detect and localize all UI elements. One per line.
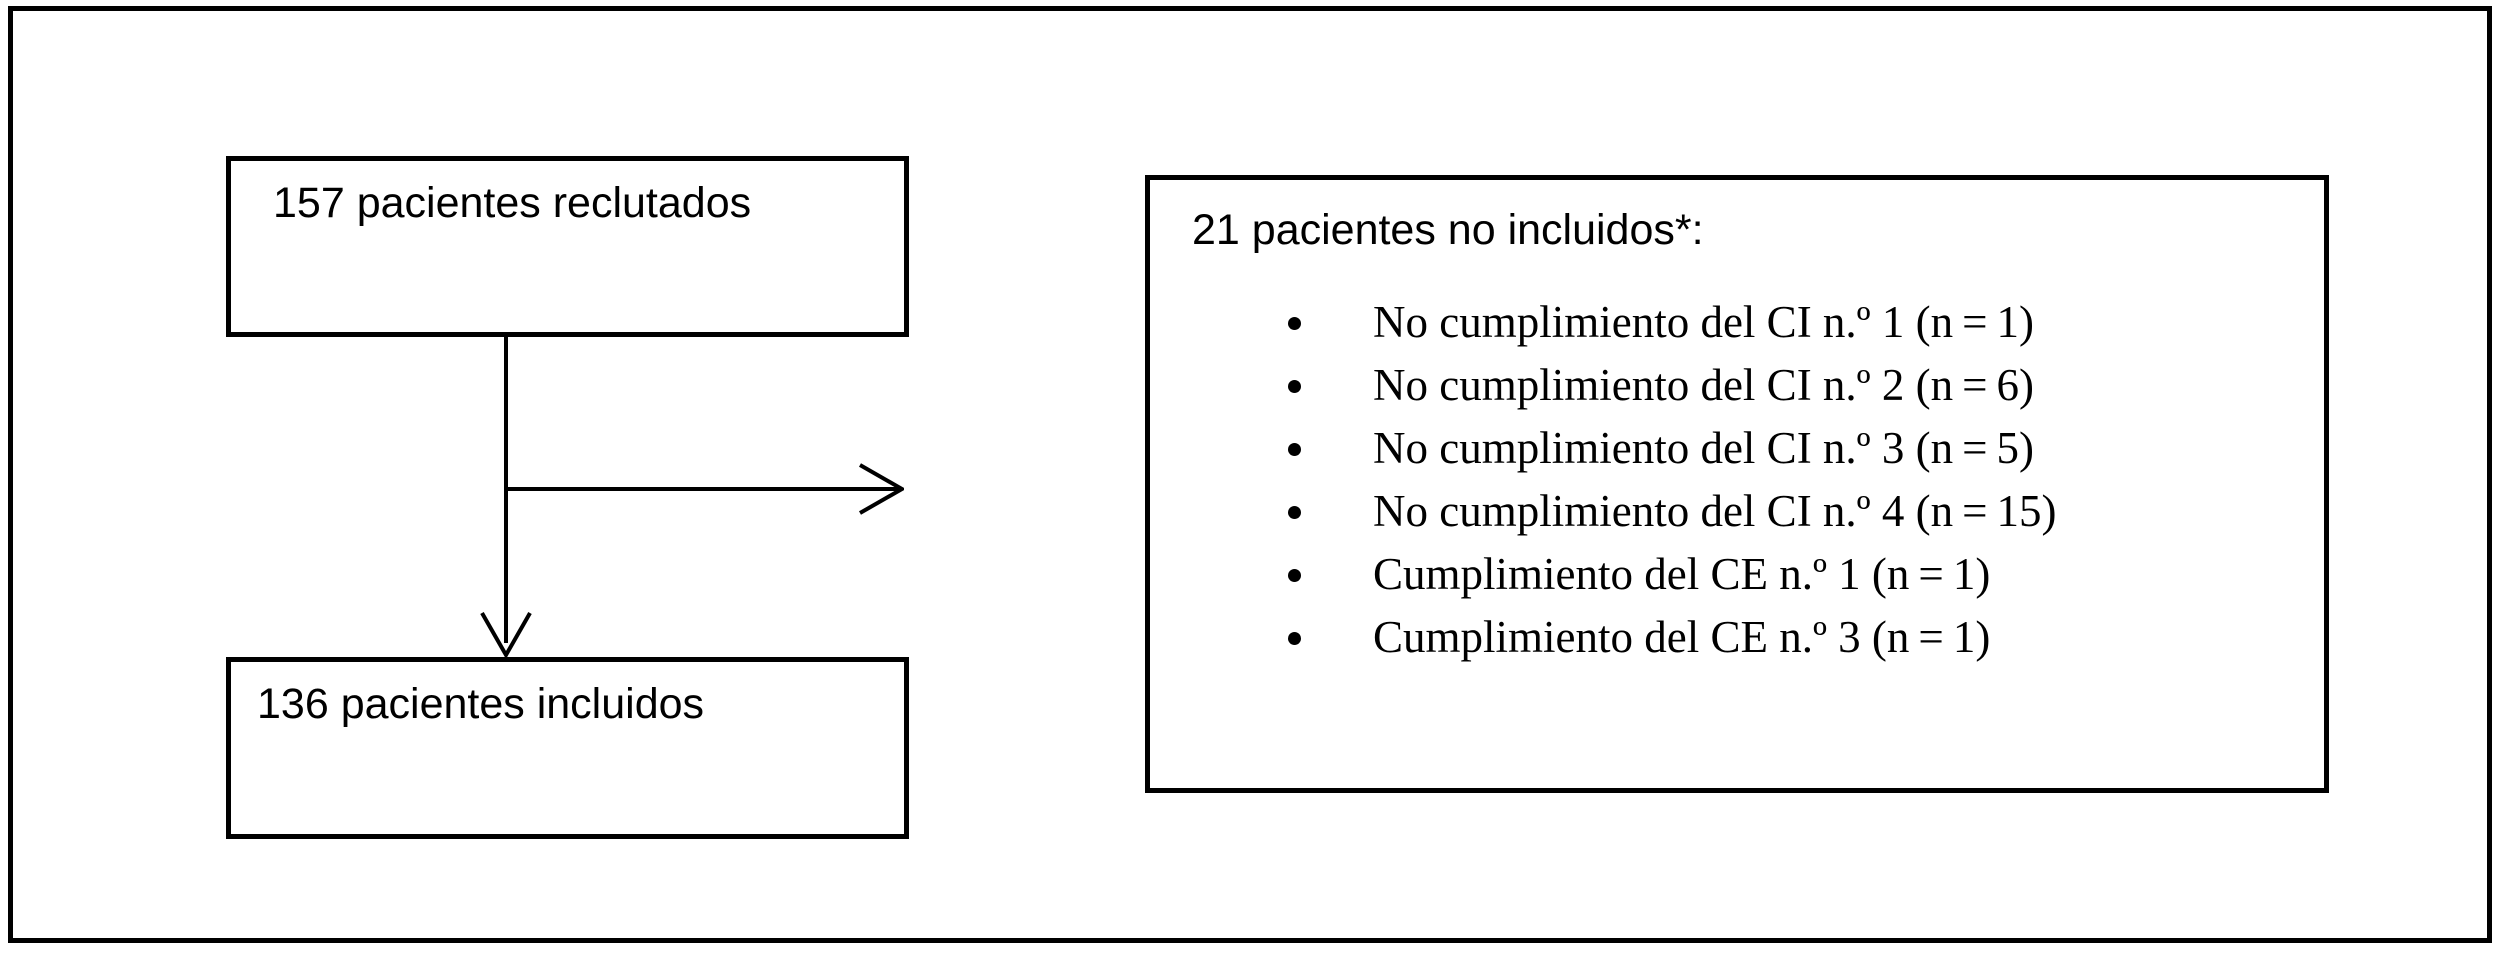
- box-excluded-patients: 21 pacientes no incluidos*: No cumplimie…: [1145, 175, 2329, 793]
- exclusion-reason-text: No cumplimiento del CI n.º 1 (n = 1): [1373, 297, 2035, 347]
- list-item: Cumplimiento del CE n.º 3 (n = 1): [1288, 606, 2057, 669]
- box-included-patients: 136 pacientes incluidos: [226, 657, 909, 839]
- box-recruited-patients: 157 pacientes reclutados: [226, 156, 909, 337]
- excluded-patients-title: 21 pacientes no incluidos*:: [1192, 206, 1704, 254]
- bullet-icon: [1288, 317, 1301, 330]
- exclusion-reason-text: Cumplimiento del CE n.º 1 (n = 1): [1373, 549, 1991, 599]
- bullet-icon: [1288, 569, 1301, 582]
- bullet-icon: [1288, 380, 1301, 393]
- included-patients-label: 136 pacientes incluidos: [257, 680, 705, 728]
- bullet-icon: [1288, 632, 1301, 645]
- list-item: No cumplimiento del CI n.º 1 (n = 1): [1288, 291, 2057, 354]
- connector-horizontal-line: [506, 487, 898, 491]
- list-item: No cumplimiento del CI n.º 4 (n = 15): [1288, 480, 2057, 543]
- list-item: No cumplimiento del CI n.º 2 (n = 6): [1288, 354, 2057, 417]
- bullet-icon: [1288, 506, 1301, 519]
- bullet-icon: [1288, 443, 1301, 456]
- list-item: Cumplimiento del CE n.º 1 (n = 1): [1288, 543, 2057, 606]
- exclusion-reason-text: No cumplimiento del CI n.º 4 (n = 15): [1373, 486, 2057, 536]
- recruited-patients-label: 157 pacientes reclutados: [273, 179, 752, 227]
- exclusion-reason-text: Cumplimiento del CE n.º 3 (n = 1): [1373, 612, 1991, 662]
- exclusion-reason-list: No cumplimiento del CI n.º 1 (n = 1) No …: [1288, 291, 2057, 669]
- arrow-right-icon: [858, 463, 904, 515]
- figure-outer-border: 157 pacientes reclutados 136 pacientes i…: [8, 6, 2492, 943]
- exclusion-reason-text: No cumplimiento del CI n.º 3 (n = 5): [1373, 423, 2035, 473]
- arrow-down-icon: [480, 611, 532, 657]
- list-item: No cumplimiento del CI n.º 3 (n = 5): [1288, 417, 2057, 480]
- exclusion-reason-text: No cumplimiento del CI n.º 2 (n = 6): [1373, 360, 2035, 410]
